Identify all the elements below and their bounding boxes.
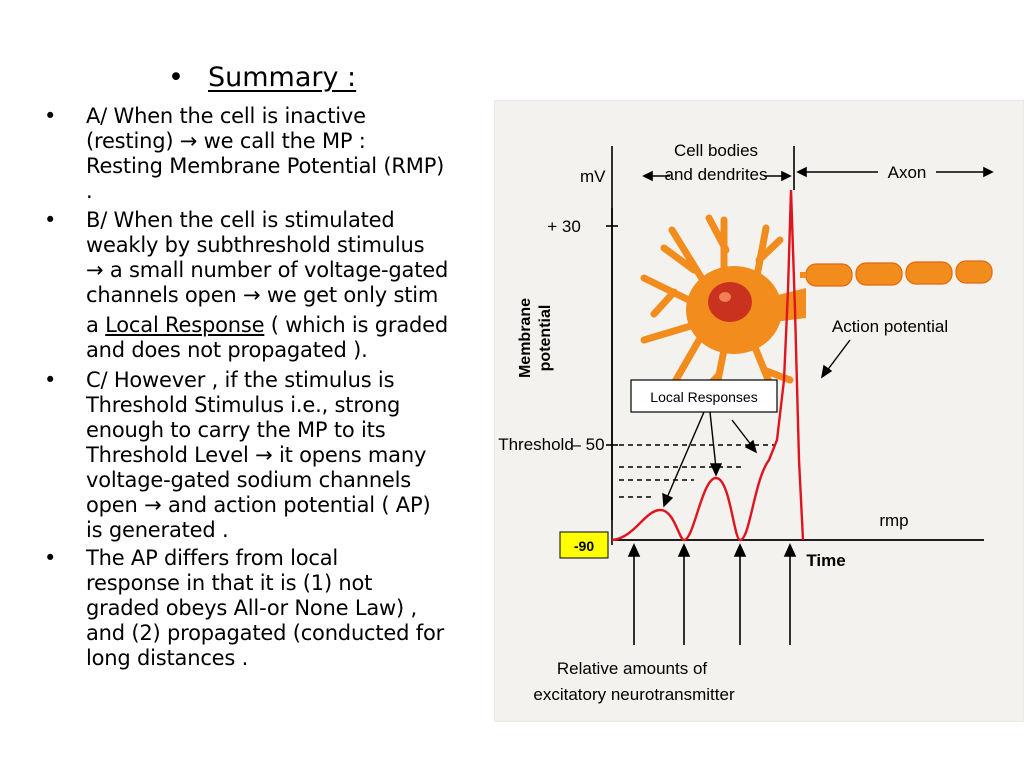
text-segment: a xyxy=(86,313,106,337)
y-axis xyxy=(606,208,618,545)
bullet-4-line-1: The AP differs from local xyxy=(86,546,339,570)
bullet-2-line-2: weakly by subthreshold stimulus xyxy=(86,233,425,257)
tick-minus-50: – 50 xyxy=(571,435,604,454)
bullet-3-line-5: voltage-gated sodium channels xyxy=(86,468,412,492)
cell-bodies-label-line1: Cell bodies xyxy=(674,141,758,160)
threshold-label: Threshold xyxy=(498,435,574,454)
bullet-2-line-4: channels open → we get only stim xyxy=(86,283,439,307)
bullet-4-line-5: long distances . xyxy=(86,646,249,670)
bullet-marker: • xyxy=(44,368,57,392)
y-unit-label: mV xyxy=(580,167,606,186)
myelin-sheath xyxy=(805,260,993,287)
title-text: Summary : xyxy=(208,62,357,93)
y-axis-label-line2: potential xyxy=(537,305,554,372)
bullet-marker: • xyxy=(44,208,57,232)
bullet-2-line-6: and does not propagated ). xyxy=(86,338,368,362)
axon-hillock xyxy=(774,288,806,322)
bullet-1-line-1: A/ When the cell is inactive xyxy=(86,104,366,128)
bullet-2-line-1: B/ When the cell is stimulated xyxy=(86,208,395,232)
y-axis-label-line1: Membrane xyxy=(517,298,534,378)
bullet-3-line-1: C/ However , if the stimulus is xyxy=(86,368,395,392)
tick-plus-30: + 30 xyxy=(547,217,581,236)
stimulus-label-line1: Relative amounts of xyxy=(557,659,708,678)
bullet-4-line-4: and (2) propagated (conducted for xyxy=(86,621,445,645)
bullet-2-line-5: a Local Response ( which is graded xyxy=(86,313,448,337)
nucleolus xyxy=(719,292,731,302)
stimulus-arrows xyxy=(627,543,797,645)
x-axis-label: Time xyxy=(806,551,845,570)
bullet-3-line-2: Threshold Stimulus i.e., strong xyxy=(86,393,401,417)
bullet-marker: • xyxy=(44,104,57,128)
bullet-2-line-3: → a small number of voltage-gated xyxy=(86,258,449,282)
membrane-potential-diagram: mV + 30 – 50 Threshold Membrane potentia… xyxy=(494,100,1024,722)
rmp-label: rmp xyxy=(879,511,908,530)
bullet-4-line-2: response in that it is (1) not xyxy=(86,571,373,595)
axon-label: Axon xyxy=(888,163,927,182)
title-bullet: • xyxy=(168,62,184,93)
bullet-4-line-3: graded obeys All-or None Law) , xyxy=(86,596,417,620)
nucleus xyxy=(708,282,752,322)
membrane-potential-trace xyxy=(611,189,805,542)
bullet-3-line-7: is generated . xyxy=(86,518,229,542)
action-potential-label: Action potential xyxy=(832,317,948,336)
cell-bodies-label-line2: and dendrites xyxy=(664,165,767,184)
text-segment: ( which is graded xyxy=(264,313,448,337)
local-responses-box xyxy=(630,379,778,413)
bullet-3-line-6: open → and action potential ( AP) xyxy=(86,493,431,517)
bullet-1-line-2: (resting) → we call the MP : xyxy=(86,129,366,153)
stimulus-label-line2: excitatory neurotransmitter xyxy=(533,685,735,704)
local-response-pointers xyxy=(662,339,851,508)
minus-90-badge xyxy=(559,531,609,559)
slide-title: • Summary : xyxy=(168,62,356,93)
neuron-illustration xyxy=(640,214,993,404)
bullet-marker: • xyxy=(44,546,57,570)
local-responses-label: Local Responses xyxy=(650,389,757,405)
bullet-1-line-4: . xyxy=(86,179,93,203)
local-response-term: Local Response xyxy=(105,313,265,337)
bullet-3-line-4: Threshold Level → it opens many xyxy=(86,443,427,467)
bullet-1-line-3: Resting Membrane Potential (RMP) xyxy=(86,154,445,178)
bullet-3-line-3: enough to carry the MP to its xyxy=(86,418,386,442)
minus-90-label: -90 xyxy=(574,538,594,554)
